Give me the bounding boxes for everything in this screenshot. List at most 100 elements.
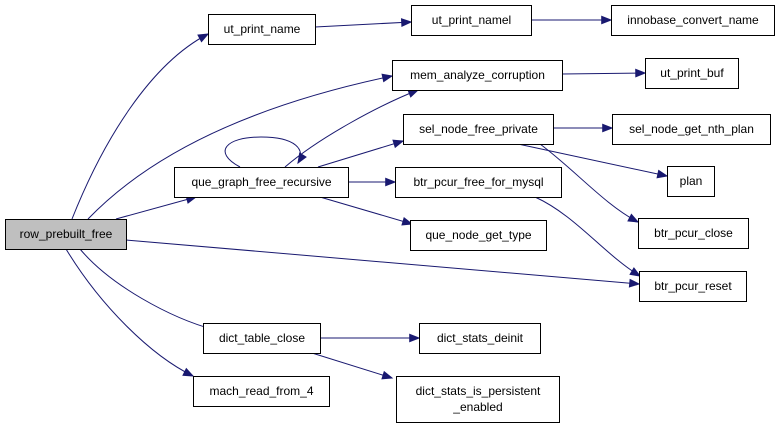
edge-que_graph_free_recursive-to-mem_analyze_corruption [284,89,420,168]
edge-arrowhead [629,267,642,277]
node-label: sel_node_free_private [419,122,538,136]
node-box[interactable] [403,114,554,145]
node-label: sel_node_get_nth_plan [629,122,754,136]
node-label: btr_pcur_reset [654,279,732,293]
node-label: _enabled [452,400,502,414]
node-plan[interactable]: plan [667,166,715,197]
node-box[interactable] [611,5,775,36]
edge-que_graph_free_recursive-to-que_node_get_type [319,196,414,226]
node-label: btr_pcur_close [654,226,733,240]
node-box[interactable] [638,218,749,249]
edge-line [314,21,412,28]
node-box[interactable] [419,323,541,354]
edge-line [79,248,216,331]
node-box[interactable] [193,376,330,407]
edge-arrowhead [601,15,613,25]
node-mem-analyze-corruption[interactable]: mem_analyze_corruption [392,60,563,91]
edge-arrowhead [656,169,669,179]
edge-line [65,248,194,377]
edge-row_prebuilt_free-to-dict_table_close [79,248,217,332]
edge-row_prebuilt_free-to-mach_read_from_4 [65,248,195,377]
node-row-prebuilt-free[interactable]: row_prebuilt_free [5,219,127,250]
node-label: ut_print_namel [432,13,511,27]
edge-arrowhead [635,68,647,78]
node-box[interactable] [208,14,316,45]
node-label: dict_stats_is_persistent [416,384,541,398]
edge-arrowhead [400,18,413,27]
node-que-node-get-type[interactable]: que_node_get_type [410,220,547,251]
edge-arrowhead [602,123,614,133]
node-box[interactable] [395,167,562,198]
node-label: btr_pcur_free_for_mysql [413,175,543,189]
node-box[interactable] [5,219,127,250]
node-btr-pcur-free-for-mysql[interactable]: btr_pcur_free_for_mysql [395,167,562,198]
node-label: mach_read_from_4 [209,384,313,398]
node-label: ut_print_name [224,22,301,36]
edge-arrowhead [409,333,421,343]
node-que-graph-free-recursive[interactable]: que_graph_free_recursive [174,167,349,198]
edge-line [87,75,393,220]
node-label: mem_analyze_corruption [410,68,545,82]
edge-arrowhead [381,73,394,83]
node-box[interactable] [174,167,349,198]
node-ut-print-buf[interactable]: ut_print_buf [645,58,739,89]
node-sel-node-free-private[interactable]: sel_node_free_private [403,114,554,145]
node-box[interactable] [396,376,560,423]
edge-line [71,33,209,220]
edge-line [284,89,419,168]
edge-line [311,352,393,379]
node-mach-read-from-4[interactable]: mach_read_from_4 [193,376,330,407]
node-label: dict_stats_deinit [437,331,524,345]
edge-line [125,239,640,285]
node-btr-pcur-reset[interactable]: btr_pcur_reset [639,271,747,302]
edge-ut_print_namel-to-innobase_convert_name [531,15,613,25]
edge-line [317,140,404,168]
edge-arrowhead [401,216,414,226]
node-sel-node-get-nth-plan[interactable]: sel_node_get_nth_plan [612,114,771,145]
node-btr-pcur-close[interactable]: btr_pcur_close [638,218,749,249]
edge-row_prebuilt_free-to-btr_pcur_reset [125,239,641,288]
node-innobase-convert-name[interactable]: innobase_convert_name [611,5,775,36]
edge-ut_print_name-to-ut_print_namel [314,18,413,28]
node-box[interactable] [645,58,739,89]
edge-dict_table_close-to-dict_stats_is_persistent_enabled [311,352,394,380]
edge-arrowhead [392,139,405,149]
node-box[interactable] [667,166,715,197]
node-box[interactable] [392,60,563,91]
node-dict-stats-is-persistent-enabled[interactable]: dict_stats_is_persistent _enabled [396,376,560,423]
node-label: que_node_get_type [425,228,531,242]
edge-arrowhead [297,152,307,165]
edge-que_graph_free_recursive-to-que_graph_free_recursive [224,136,307,168]
edge-line [319,196,413,225]
node-box[interactable] [639,271,747,302]
edge-layer [65,15,669,380]
node-label: ut_print_buf [660,66,724,80]
edge-line [561,72,646,75]
edge-arrowhead [197,33,210,43]
edge-line [534,196,641,277]
edge-sel_node_free_private-to-plan [517,143,669,179]
edge-arrowhead [385,177,397,187]
edge-line [539,143,639,223]
edge-row_prebuilt_free-to-que_graph_free_recursive [115,195,198,220]
node-dict-table-close[interactable]: dict_table_close [203,323,321,354]
node-box[interactable] [203,323,321,354]
node-dict-stats-deinit[interactable]: dict_stats_deinit [419,323,541,354]
edge-sel_node_free_private-to-btr_pcur_close [539,143,640,223]
edge-arrowhead [407,89,420,98]
edge-row_prebuilt_free-to-mem_analyze_corruption [87,73,394,220]
edge-arrowhead [627,213,640,223]
edge-sel_node_free_private-to-sel_node_get_nth_plan [553,123,614,133]
node-label: row_prebuilt_free [20,227,113,241]
edge-arrowhead [628,278,641,288]
node-label: que_graph_free_recursive [191,175,331,189]
edge-que_graph_free_recursive-to-btr_pcur_free_for_mysql [348,177,397,187]
node-box[interactable] [410,220,547,251]
node-box[interactable] [411,5,532,36]
edge-line [115,196,197,220]
node-ut-print-namel[interactable]: ut_print_namel [411,5,532,36]
node-label: plan [680,174,703,188]
node-ut-print-name[interactable]: ut_print_name [208,14,316,45]
node-box[interactable] [612,114,771,145]
